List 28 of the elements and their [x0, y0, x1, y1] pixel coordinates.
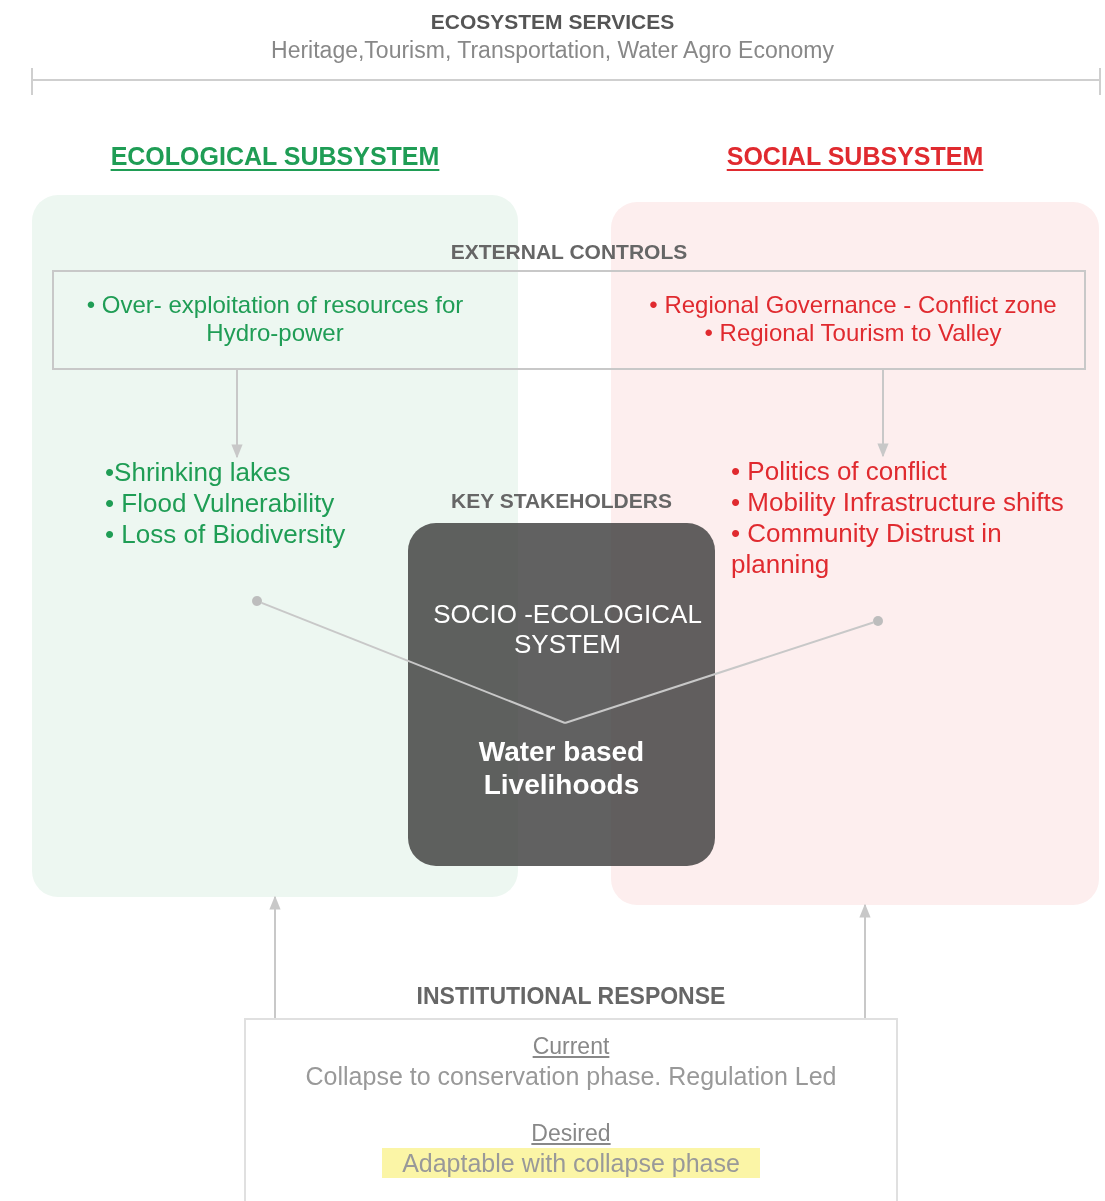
phase-text: Collapse to conservation phase. Regulation Led [305, 1061, 837, 1091]
phase-label: Desired [531, 1119, 611, 1148]
bullet-text: • Mobility Infrastructure shifts [731, 487, 1065, 518]
bullet-text: • Regional Tourism to Valley [704, 319, 1002, 347]
bullet-text: • Community Distrust in planning [731, 518, 1003, 580]
bullet-text: • Loss of Biodiversity [105, 519, 347, 550]
bullet-text: • Over- exploitation of resources for Hydro-power [85, 291, 465, 347]
bullet-text: • Regional Governance - Conflict zone [649, 291, 1057, 319]
box-heading: KEY STAKEHOLDERS [451, 488, 672, 514]
bullet-text: •Shrinking lakes [105, 457, 292, 488]
arrow [231, 369, 243, 459]
box-heading: EXTERNAL CONTROLS [450, 239, 688, 265]
highlighted-text: Adaptable with collapse phase [382, 1148, 760, 1178]
services-list: Heritage,Tourism, Transportation, Water Agro Economy [271, 36, 834, 64]
diagram-title: ECOSYSTEM SERVICES [430, 9, 675, 35]
bullet-text: • Flood Vulnerability [105, 488, 336, 519]
bullet-text: • Politics of conflict [731, 456, 948, 487]
section-heading: SOCIAL SUBSYSTEM [726, 141, 984, 172]
connector-line [260, 601, 566, 724]
phase-label: Current [532, 1032, 610, 1061]
box-subtitle: Water based Livelihoods [477, 735, 646, 801]
section-heading: ECOLOGICAL SUBSYSTEM [110, 141, 440, 172]
connector-line [564, 621, 875, 724]
arrow [269, 895, 281, 1019]
arrow [877, 369, 889, 458]
arrow [859, 903, 871, 1019]
box-title: SOCIO -ECOLOGICAL SYSTEM [432, 599, 703, 659]
box-heading: INSTITUTIONAL RESPONSE [416, 982, 726, 1010]
